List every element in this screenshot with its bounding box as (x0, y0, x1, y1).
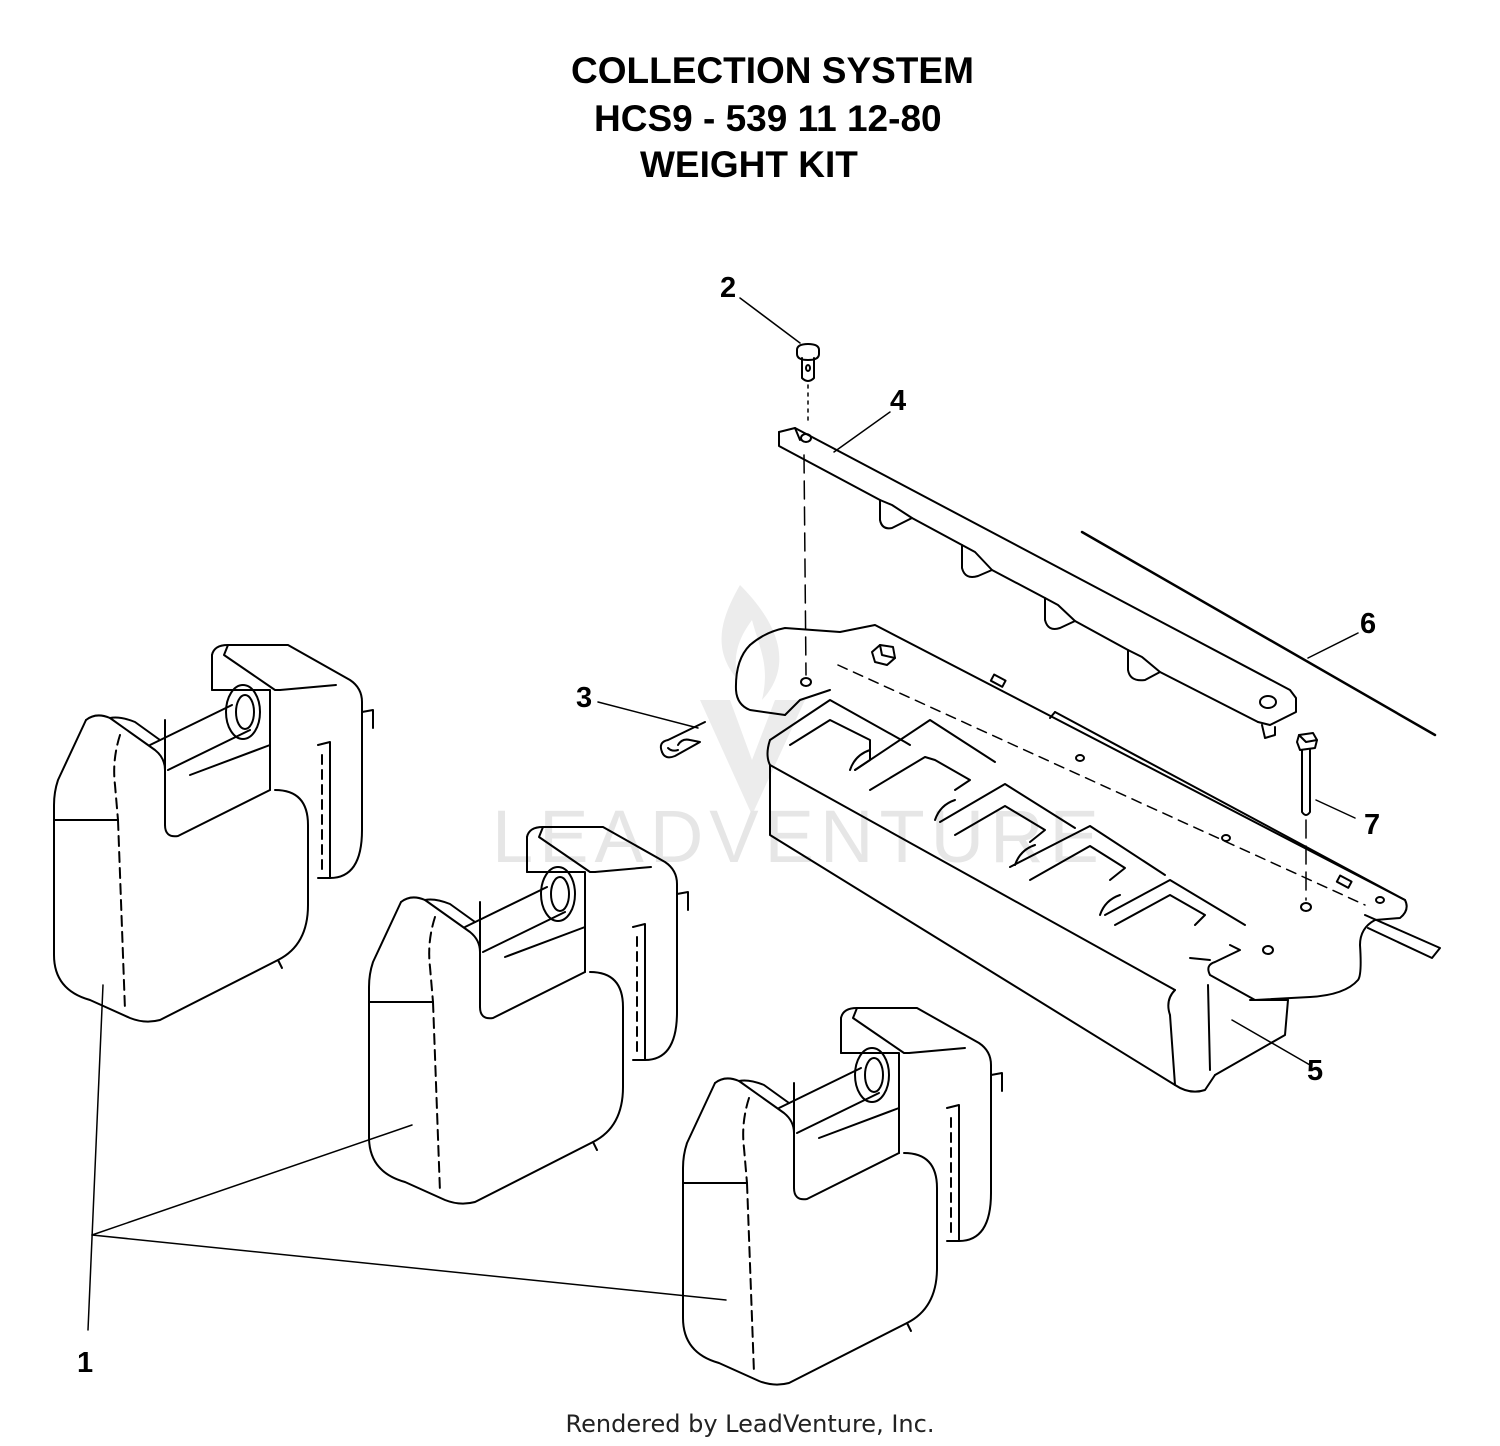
leader-line-6 (1307, 632, 1359, 659)
leader-line-7 (1315, 799, 1356, 819)
callout-6: 6 (1360, 608, 1376, 640)
rod (1080, 530, 1437, 737)
watermark-text: LEADVENTURE (492, 795, 1105, 878)
leader-line-4 (833, 411, 891, 453)
diagram-title-line-1: COLLECTION SYSTEM (571, 50, 974, 91)
weight-2 (368, 826, 689, 1205)
hairpin-clip (659, 721, 706, 759)
callout-3: 3 (576, 682, 592, 714)
watermark-v-logo (700, 700, 805, 815)
diagram-title-line-2: HCS9 - 539 11 12-80 (594, 98, 942, 139)
leader-line-2 (739, 297, 801, 344)
watermark: LEADVENTURE (492, 585, 1105, 878)
callout-4: 4 (890, 385, 906, 417)
callout-5: 5 (1307, 1055, 1323, 1087)
weight-1 (53, 644, 374, 1023)
clevis-pin (796, 343, 820, 421)
callout-2: 2 (720, 272, 736, 304)
weight-tray (734, 624, 1441, 1093)
bolt (1296, 732, 1318, 901)
leader-line-5 (1231, 1019, 1311, 1066)
footer-credit: Rendered by LeadVenture, Inc. (565, 1410, 935, 1438)
callout-1: 1 (77, 1347, 93, 1379)
callout-7: 7 (1364, 809, 1380, 841)
diagram-title-line-3: WEIGHT KIT (640, 144, 858, 185)
leader-lines-1 (87, 984, 727, 1331)
watermark-flame-logo (721, 585, 780, 700)
bracket-bar (778, 427, 1297, 739)
leader-line-3 (597, 701, 699, 729)
weight-3 (682, 1007, 1003, 1386)
